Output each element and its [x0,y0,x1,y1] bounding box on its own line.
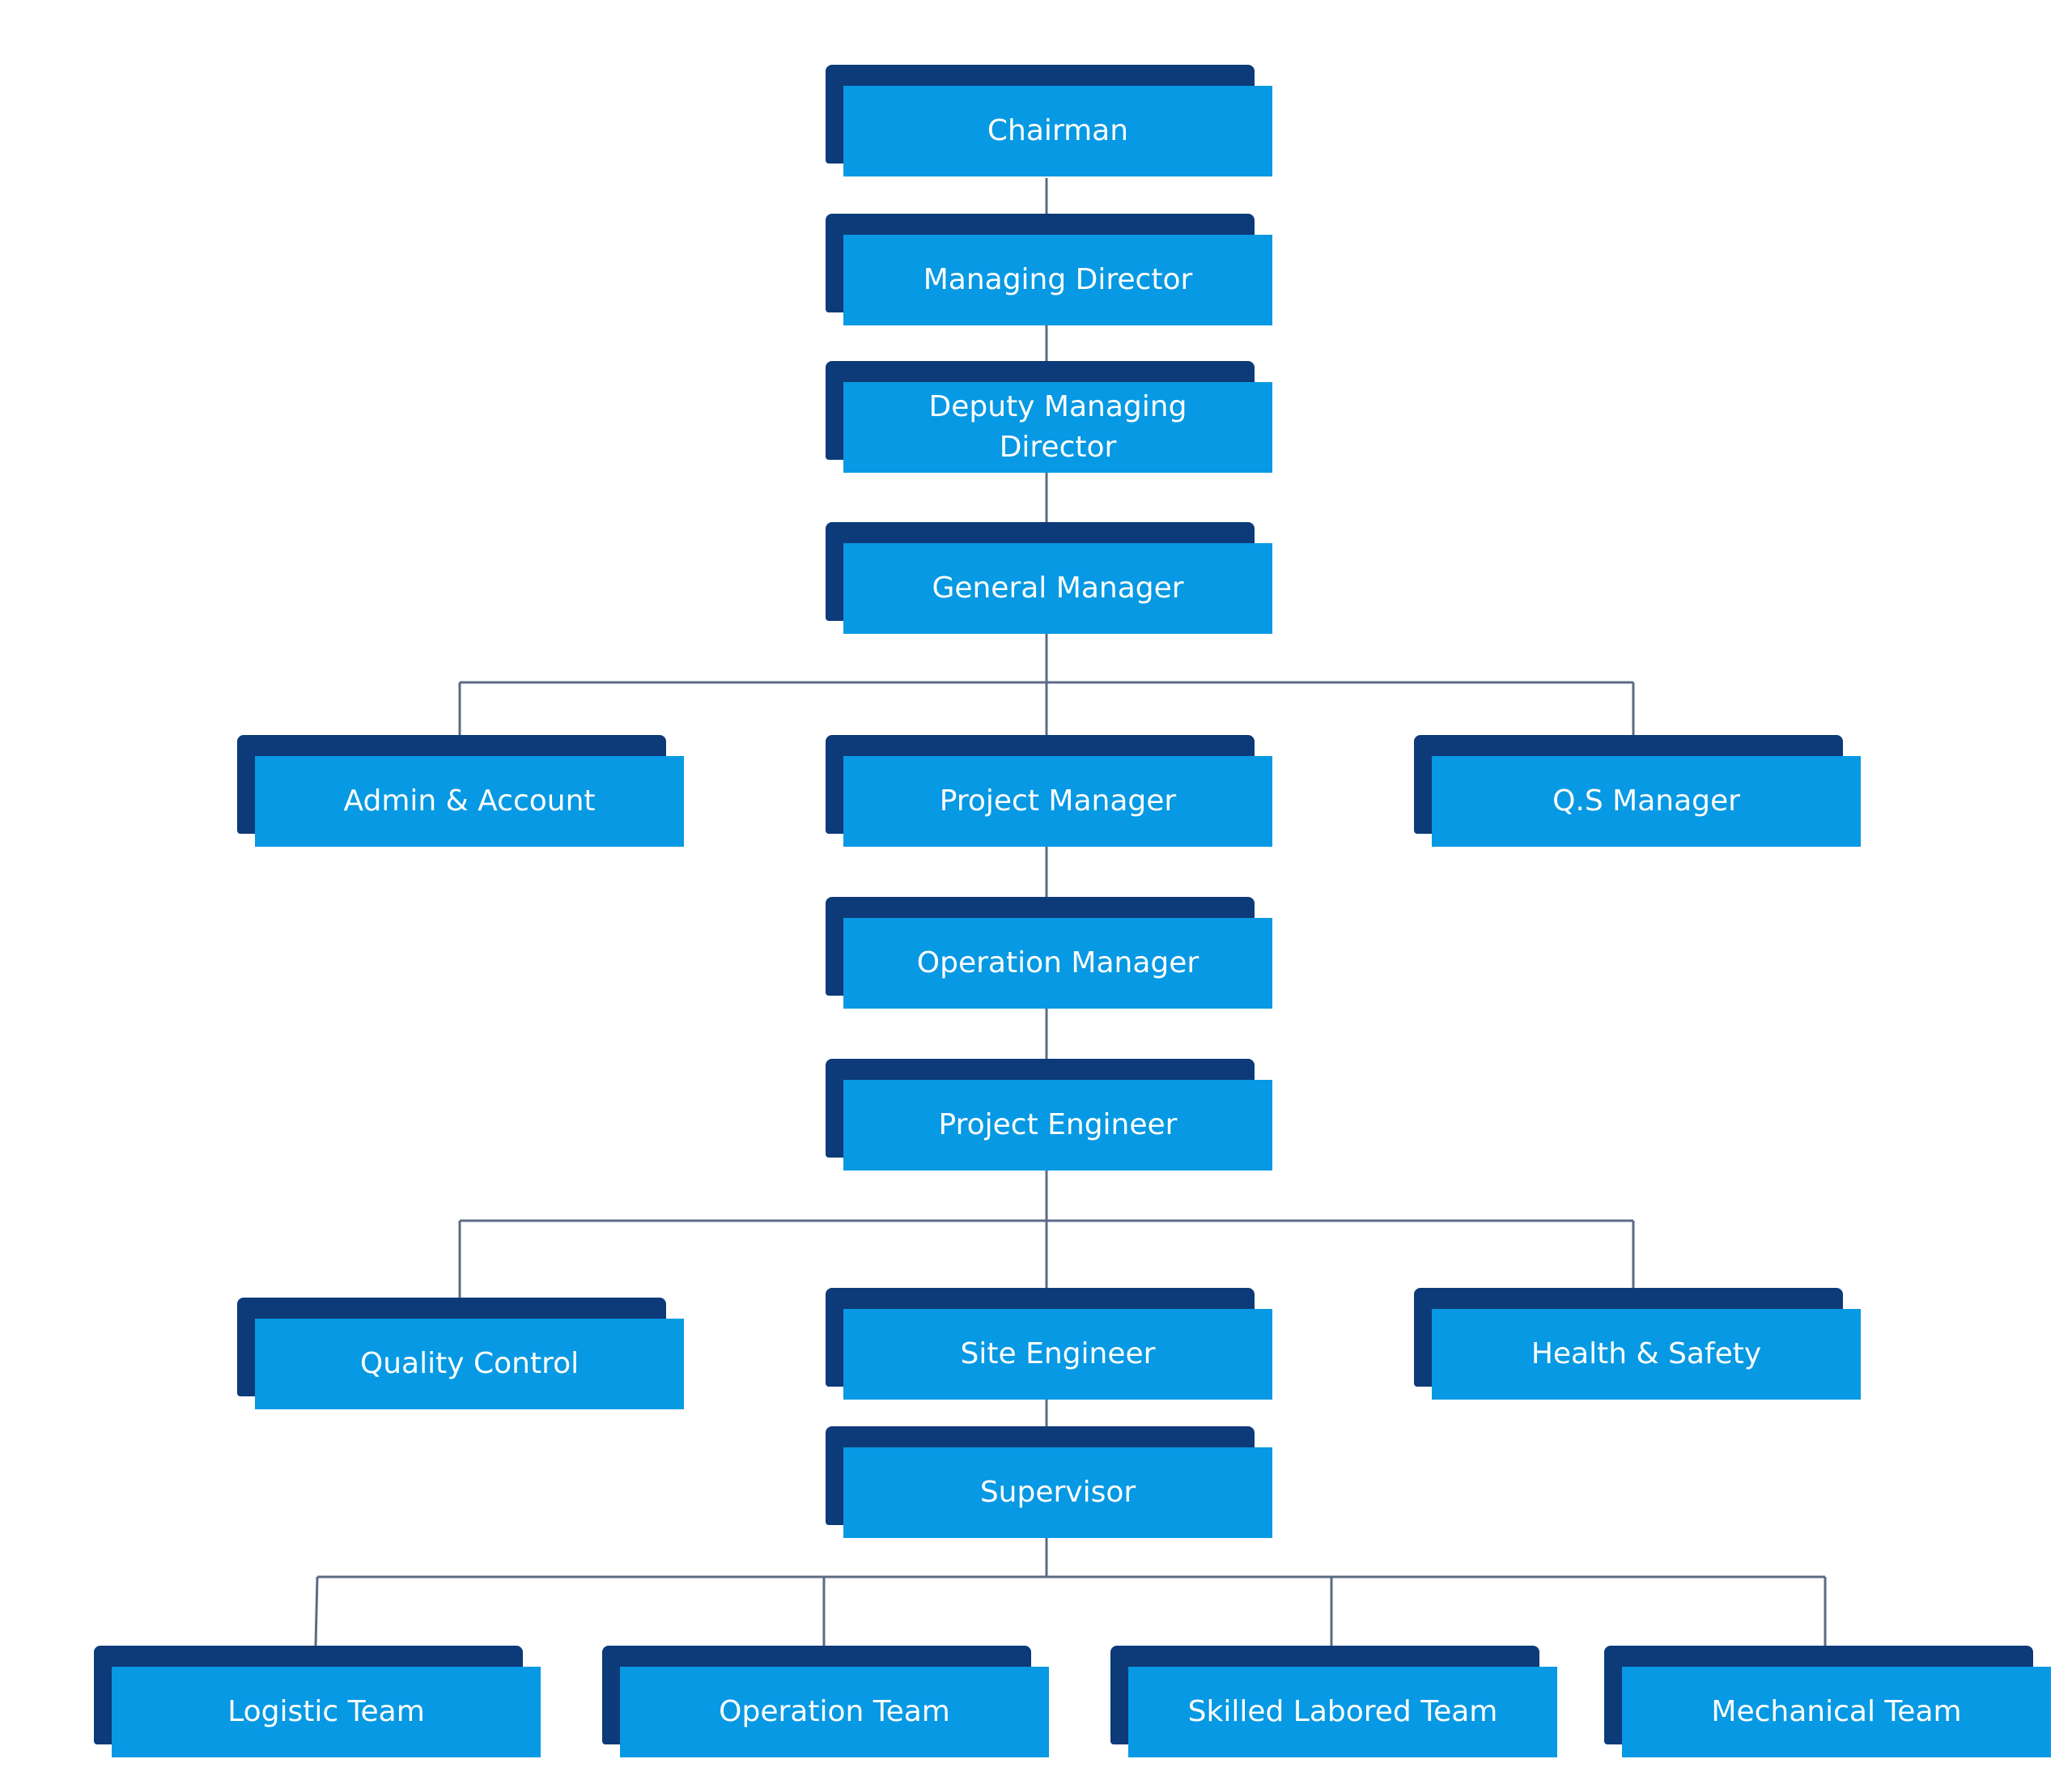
node-box: Health & Safety [1432,1309,1861,1400]
node-chairman: Chairman [826,65,1272,176]
node-box: Operation Team [620,1667,1049,1757]
node-label-operation-team: Operation Team [719,1695,950,1729]
node-project-engineer: Project Engineer [826,1059,1272,1171]
node-deputy-managing-director: Deputy Managing Director [826,361,1272,473]
node-logistic-team: Logistic Team [94,1646,541,1757]
node-label-skilled-labored-team: Skilled Labored Team [1187,1695,1498,1729]
node-project-manager: Project Manager [826,735,1272,847]
node-label-chairman: Chairman [987,114,1129,148]
node-skilled-labored-team: Skilled Labored Team [1110,1646,1557,1757]
node-health-safety: Health & Safety [1414,1288,1861,1400]
node-box: Logistic Team [112,1667,541,1757]
node-site-engineer: Site Engineer [826,1288,1272,1400]
node-label-site-engineer: Site Engineer [960,1337,1156,1371]
node-label-general-manager: General Manager [932,571,1184,605]
node-label-managing-director: Managing Director [923,263,1193,297]
node-operation-team: Operation Team [602,1646,1049,1757]
node-operation-manager: Operation Manager [826,897,1272,1009]
node-box: Deputy Managing Director [843,382,1272,473]
node-box: Project Engineer [843,1080,1272,1171]
node-managing-director: Managing Director [826,214,1272,325]
node-box: Mechanical Team [1622,1667,2051,1757]
node-label-project-engineer: Project Engineer [938,1108,1178,1142]
node-box: General Manager [843,543,1272,634]
node-supervisor: Supervisor [826,1426,1272,1538]
node-box: Operation Manager [843,918,1272,1009]
node-label-project-manager: Project Manager [939,784,1177,818]
node-box: Site Engineer [843,1309,1272,1400]
node-label-admin-account: Admin & Account [343,784,596,818]
node-label-quality-control: Quality Control [359,1347,580,1381]
drop-logistic [314,1576,319,1646]
node-qs-manager: Q.S Manager [1414,735,1861,847]
node-label-operation-manager: Operation Manager [916,946,1199,980]
node-mechanical-team: Mechanical Team [1604,1646,2051,1757]
node-box: Q.S Manager [1432,756,1861,847]
node-box: Project Manager [843,756,1272,847]
node-box: Chairman [843,86,1272,176]
node-admin-account: Admin & Account [237,735,684,847]
node-box: Admin & Account [255,756,684,847]
node-box: Supervisor [843,1447,1272,1538]
node-label-deputy-managing-director: Deputy Managing Director [928,390,1187,464]
node-box: Skilled Labored Team [1128,1667,1557,1757]
node-general-manager: General Manager [826,522,1272,634]
node-label-supervisor: Supervisor [979,1476,1136,1510]
node-quality-control: Quality Control [237,1298,684,1409]
node-label-logistic-team: Logistic Team [227,1695,425,1729]
node-box: Managing Director [843,235,1272,325]
node-box: Quality Control [255,1319,684,1409]
node-label-qs-manager: Q.S Manager [1552,784,1740,818]
node-label-mechanical-team: Mechanical Team [1711,1695,1962,1729]
node-label-health-safety: Health & Safety [1531,1337,1762,1371]
